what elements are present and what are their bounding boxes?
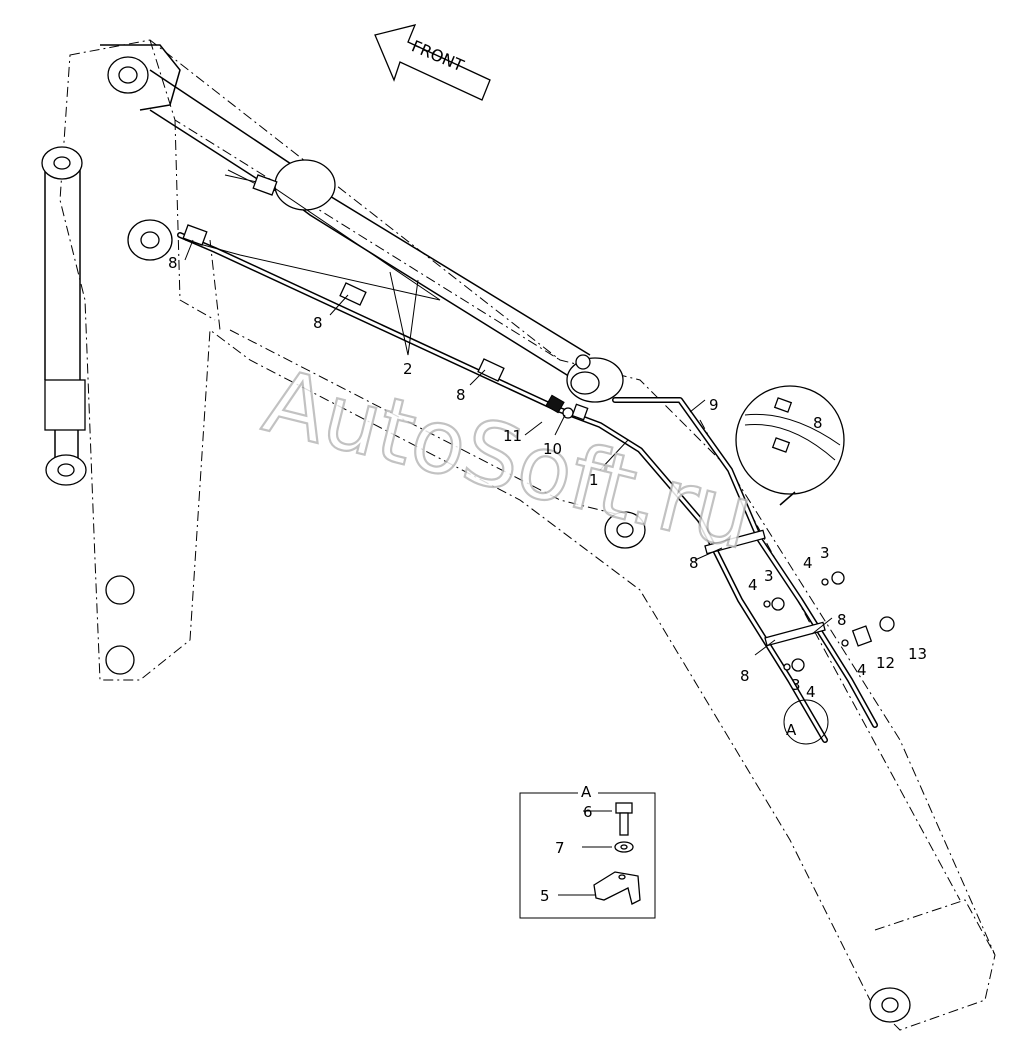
label-3-a: 3: [820, 544, 830, 562]
label-3-b: 3: [764, 567, 774, 585]
label-6: 6: [583, 803, 593, 821]
bolt-6-icon: [615, 802, 633, 836]
washer-7-icon: [614, 841, 634, 853]
boom-pins: [105, 219, 911, 1023]
label-callout-a: A: [786, 721, 797, 739]
arm-cylinder: [41, 146, 87, 486]
callout-circle-a: [783, 699, 829, 745]
label-9: 9: [709, 396, 719, 414]
front-arrow-icon: FRONT: [374, 24, 491, 101]
label-1: 1: [589, 471, 599, 489]
fittings: [524, 394, 895, 672]
leader-lines: [184, 239, 833, 656]
detail-box-title: A: [581, 783, 592, 801]
clamp-5-icon: [593, 871, 641, 905]
part-labels: 1 2 3 3 3 4 4 4 4 5 6 7 8 8 8 8 8 8 8 9 …: [168, 254, 927, 905]
label-8-c: 8: [456, 386, 466, 404]
label-2: 2: [403, 360, 413, 378]
label-12: 12: [876, 654, 895, 672]
watermark-text: AutoSoft.ru: [255, 349, 763, 569]
label-13: 13: [908, 645, 927, 663]
detail-circle-clamp: [735, 385, 845, 506]
clamps: [182, 174, 826, 647]
label-8-f: 8: [837, 611, 847, 629]
boom-cylinder: [100, 44, 624, 403]
label-8-a: 8: [168, 254, 178, 272]
pipe-1: [177, 232, 828, 743]
label-4-d: 4: [806, 683, 816, 701]
label-8-d: 8: [813, 414, 823, 432]
label-8-g: 8: [740, 667, 750, 685]
label-4-a: 4: [803, 554, 813, 572]
label-10: 10: [543, 440, 562, 458]
label-3-c: 3: [791, 676, 801, 694]
label-7: 7: [555, 839, 565, 857]
label-5: 5: [540, 887, 550, 905]
label-4-b: 4: [748, 576, 758, 594]
label-4-c: 4: [857, 661, 867, 679]
label-8-e: 8: [689, 554, 699, 572]
label-11: 11: [503, 427, 522, 445]
label-8-b: 8: [313, 314, 323, 332]
detail-box-a: A: [519, 783, 656, 919]
boom-outline: [59, 39, 996, 1031]
